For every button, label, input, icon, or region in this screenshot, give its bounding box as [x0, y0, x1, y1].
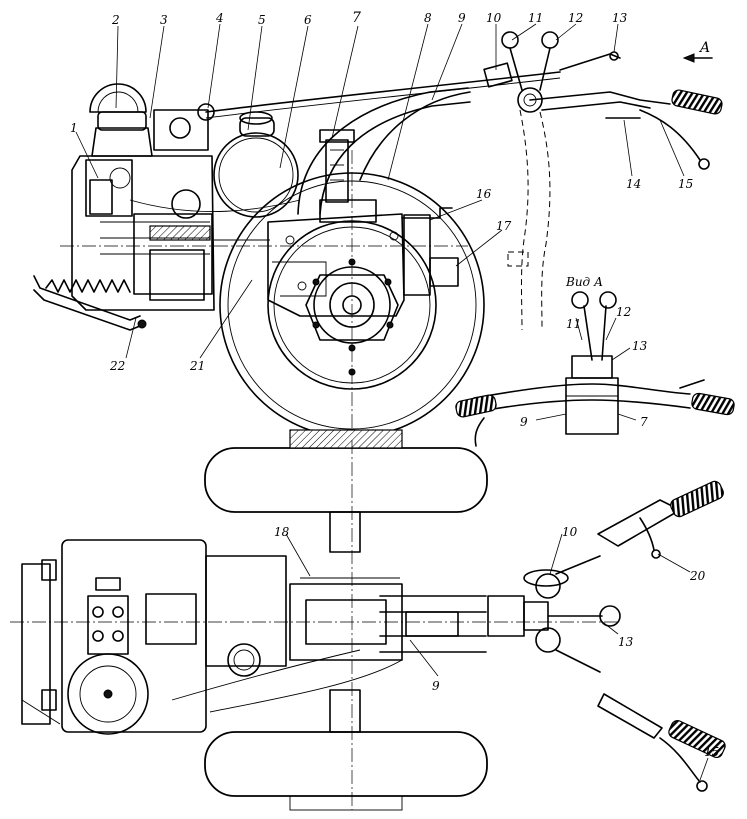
view-a-title: Вид А [565, 275, 603, 289]
label-4: 4 [215, 11, 224, 25]
plan-label-9: 9 [432, 679, 440, 693]
label-12: 12 [568, 11, 583, 25]
label-13: 13 [612, 11, 628, 25]
plan-view-labels: 18 10 13 9 20 15 [274, 525, 719, 759]
plan-view [10, 429, 621, 811]
label-8: 8 [424, 11, 432, 25]
label-11: 11 [528, 11, 543, 25]
label-1: 1 [70, 121, 78, 135]
label-9: 9 [458, 11, 466, 25]
label-15: 15 [678, 177, 693, 191]
view-a-labels: Вид А 11 12 13 9 7 [520, 275, 648, 429]
muffler-plan [67, 653, 149, 735]
plan-label-10: 10 [562, 525, 578, 539]
label-21: 21 [189, 359, 205, 373]
plan-label-18: 18 [274, 525, 290, 539]
hub-bolts [312, 258, 394, 376]
steering-handle [483, 31, 723, 170]
label-2: 2 [111, 13, 120, 27]
engine [71, 109, 270, 311]
side-view [33, 31, 723, 450]
view-a-label-9: 9 [520, 415, 528, 429]
handlebar-boom [297, 87, 471, 215]
view-a [455, 291, 735, 447]
detail-label-20: 20 [689, 569, 706, 583]
view-a-label-11: 11 [566, 317, 581, 331]
plan-label-13: 13 [618, 635, 634, 649]
clutch-column [319, 129, 355, 203]
muffler-cap [89, 83, 147, 113]
view-a-label-7: 7 [640, 415, 648, 429]
detail-label-15: 15 [704, 745, 719, 759]
arrow-a-label: A [698, 40, 710, 56]
label-16: 16 [476, 187, 492, 201]
label-6: 6 [304, 13, 312, 27]
part-labels: 1 2 3 4 5 6 7 8 9 10 11 12 13 14 15 16 1… [70, 10, 710, 373]
view-a-label-12: 12 [616, 305, 631, 319]
label-14: 14 [626, 177, 641, 191]
view-a-label-13: 13 [632, 339, 648, 353]
label-5: 5 [258, 13, 266, 27]
spring-bar [33, 275, 147, 331]
leader-lines [75, 23, 709, 781]
label-22: 22 [109, 359, 125, 373]
detail-15 [597, 693, 726, 792]
cylinder-plan [87, 577, 129, 655]
label-10: 10 [486, 11, 502, 25]
handle-alt-position [507, 109, 551, 331]
detail-20 [597, 480, 724, 559]
label-17: 17 [496, 219, 512, 233]
air-filter [91, 111, 153, 157]
label-3: 3 [160, 13, 168, 27]
label-7: 7 [352, 10, 361, 26]
fuel-tank [213, 111, 299, 218]
